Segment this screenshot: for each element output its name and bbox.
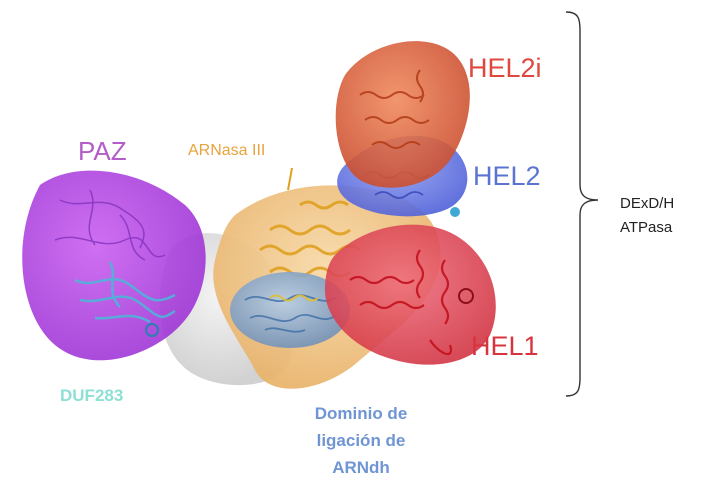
atpase-label-line2: ATPasa xyxy=(620,216,674,240)
dsrna-binding-label-line3: ARNdh xyxy=(298,454,424,481)
atpase-bracket xyxy=(566,12,598,396)
hel2i-label: HEL2i xyxy=(468,55,542,82)
duf283-label: DUF283 xyxy=(60,387,123,404)
hel2-label: HEL2 xyxy=(473,163,541,190)
atpase-label-line1: DExD/H xyxy=(620,192,674,216)
hel1-label: HEL1 xyxy=(471,333,539,360)
dsrna-binding-label: Dominio de ligación de ARNdh xyxy=(298,400,424,481)
dsrna-binding-label-line2: ligación de xyxy=(298,427,424,454)
atpase-group-label: DExD/H ATPasa xyxy=(620,192,674,240)
rnase-iii-label: ARNasa III xyxy=(188,143,265,159)
paz-label: PAZ xyxy=(78,138,127,164)
dsrna-binding-label-line1: Dominio de xyxy=(298,400,424,427)
